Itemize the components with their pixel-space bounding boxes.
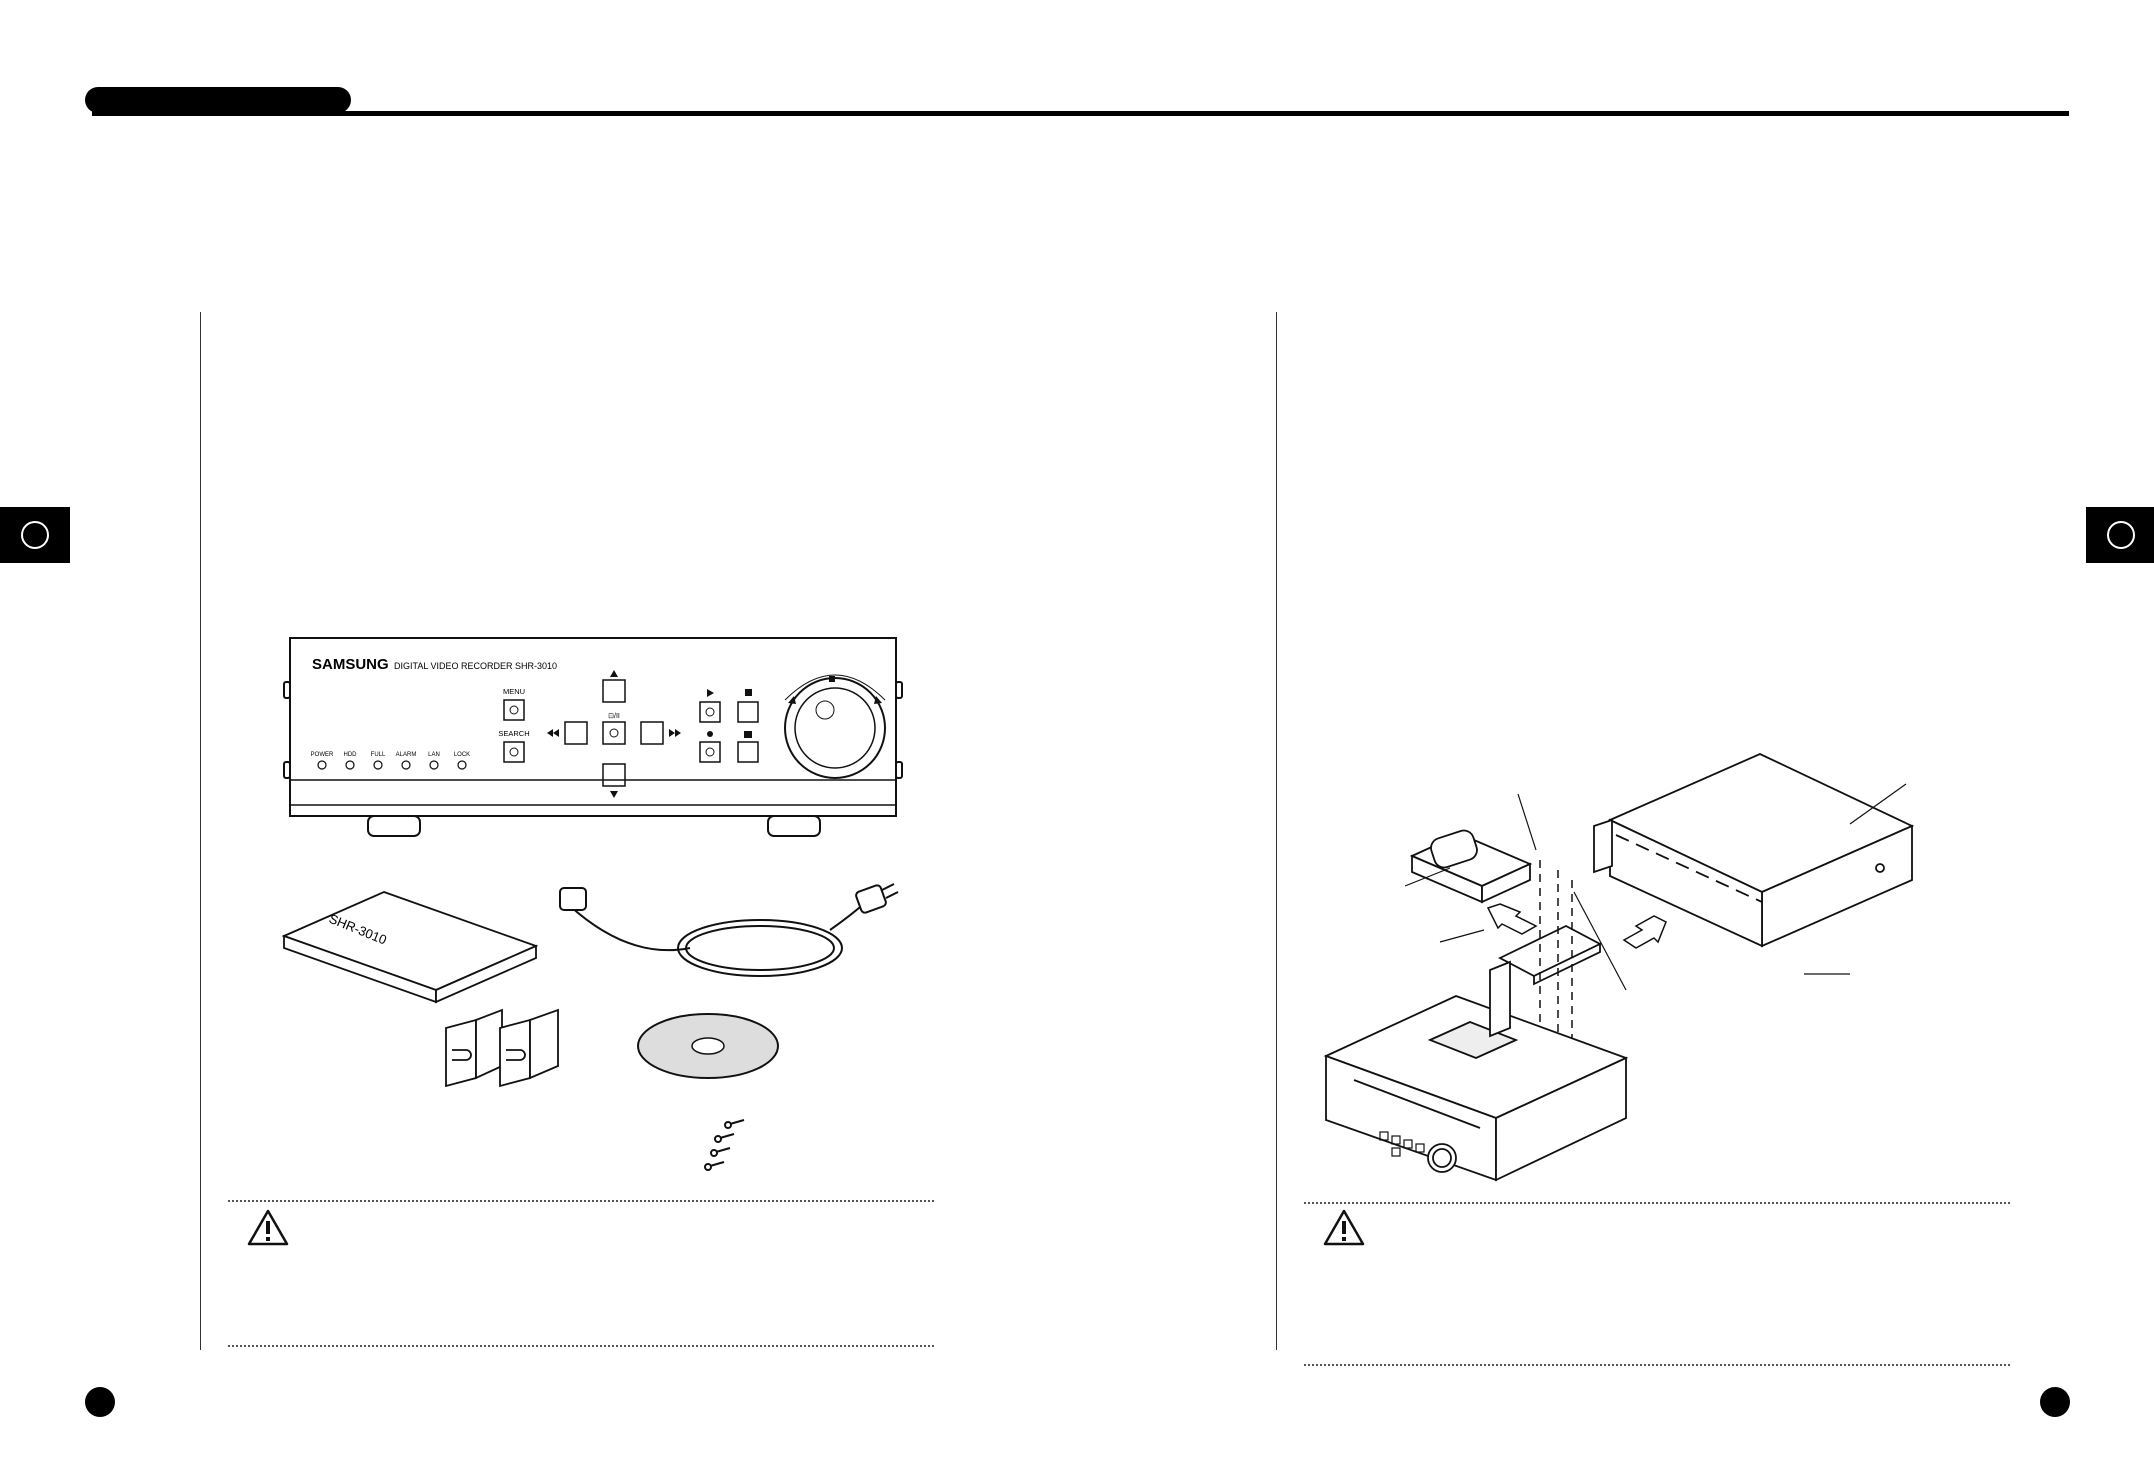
- led-label-lan: LAN: [428, 752, 440, 758]
- led-label-full: FULL: [371, 752, 386, 758]
- chapter-circle-icon: [2107, 521, 2135, 549]
- chapter-tab-right: [2086, 507, 2154, 563]
- dvr-front-panel: [283, 637, 903, 837]
- right-column-rule: [1276, 312, 1277, 1350]
- callout-leaders: [1404, 783, 1907, 991]
- note-rule-bottom-left: [228, 1345, 934, 1347]
- top-cover: [1593, 753, 1915, 948]
- note-rule-bottom-right: [1304, 1364, 2010, 1366]
- dvr-model-text: DIGITAL VIDEO RECORDER SHR-3010: [394, 661, 557, 671]
- dvr-button-glyphs: [547, 670, 882, 798]
- dvr-brand-logo: SAMSUNG: [312, 656, 389, 673]
- warning-icon: [247, 1209, 289, 1246]
- chapter-circle-icon: [21, 521, 49, 549]
- note-rule-top-left: [228, 1200, 934, 1202]
- led-label-power: POWER: [311, 752, 334, 758]
- chassis-front-buttons: [1379, 1131, 1425, 1157]
- package-contents-illustration: SAMSUNG DIGITAL VIDEO RECORDER SHR-3010 …: [281, 637, 903, 1171]
- led-label-alarm: ALARM: [396, 752, 417, 758]
- page-number-dot-left: [85, 1387, 115, 1417]
- hdd-installation-illustration: [1323, 753, 1915, 1182]
- hdd-bracket: [1498, 924, 1602, 986]
- note-rule-top-right: [1304, 1202, 2010, 1204]
- chapter-tab-left: [0, 507, 70, 563]
- search-button-label: SEARCH: [498, 729, 529, 738]
- dvr-chassis: [1323, 960, 1629, 1182]
- led-label-hdd: HDD: [344, 752, 358, 758]
- page-number-dot-right: [2040, 1387, 2070, 1417]
- hard-disk-drive: [1409, 829, 1533, 904]
- dvr-led-row: [317, 760, 467, 770]
- header-pill: [85, 87, 351, 113]
- power-cord: [559, 883, 899, 977]
- led-label-lock: LOCK: [454, 752, 470, 758]
- left-column-rule: [200, 312, 201, 1350]
- software-cd: [637, 1013, 779, 1079]
- header-rule: [92, 111, 2069, 116]
- warning-icon: [1323, 1209, 1365, 1246]
- rack-mount-brackets: [445, 1008, 559, 1088]
- mounting-screws: [704, 1119, 745, 1171]
- menu-button-label: MENU: [503, 687, 525, 696]
- user-manual-booklet: [281, 891, 539, 1004]
- center-button-label: ⊡/II: [608, 713, 620, 720]
- assembly-arrows: [1486, 903, 1667, 949]
